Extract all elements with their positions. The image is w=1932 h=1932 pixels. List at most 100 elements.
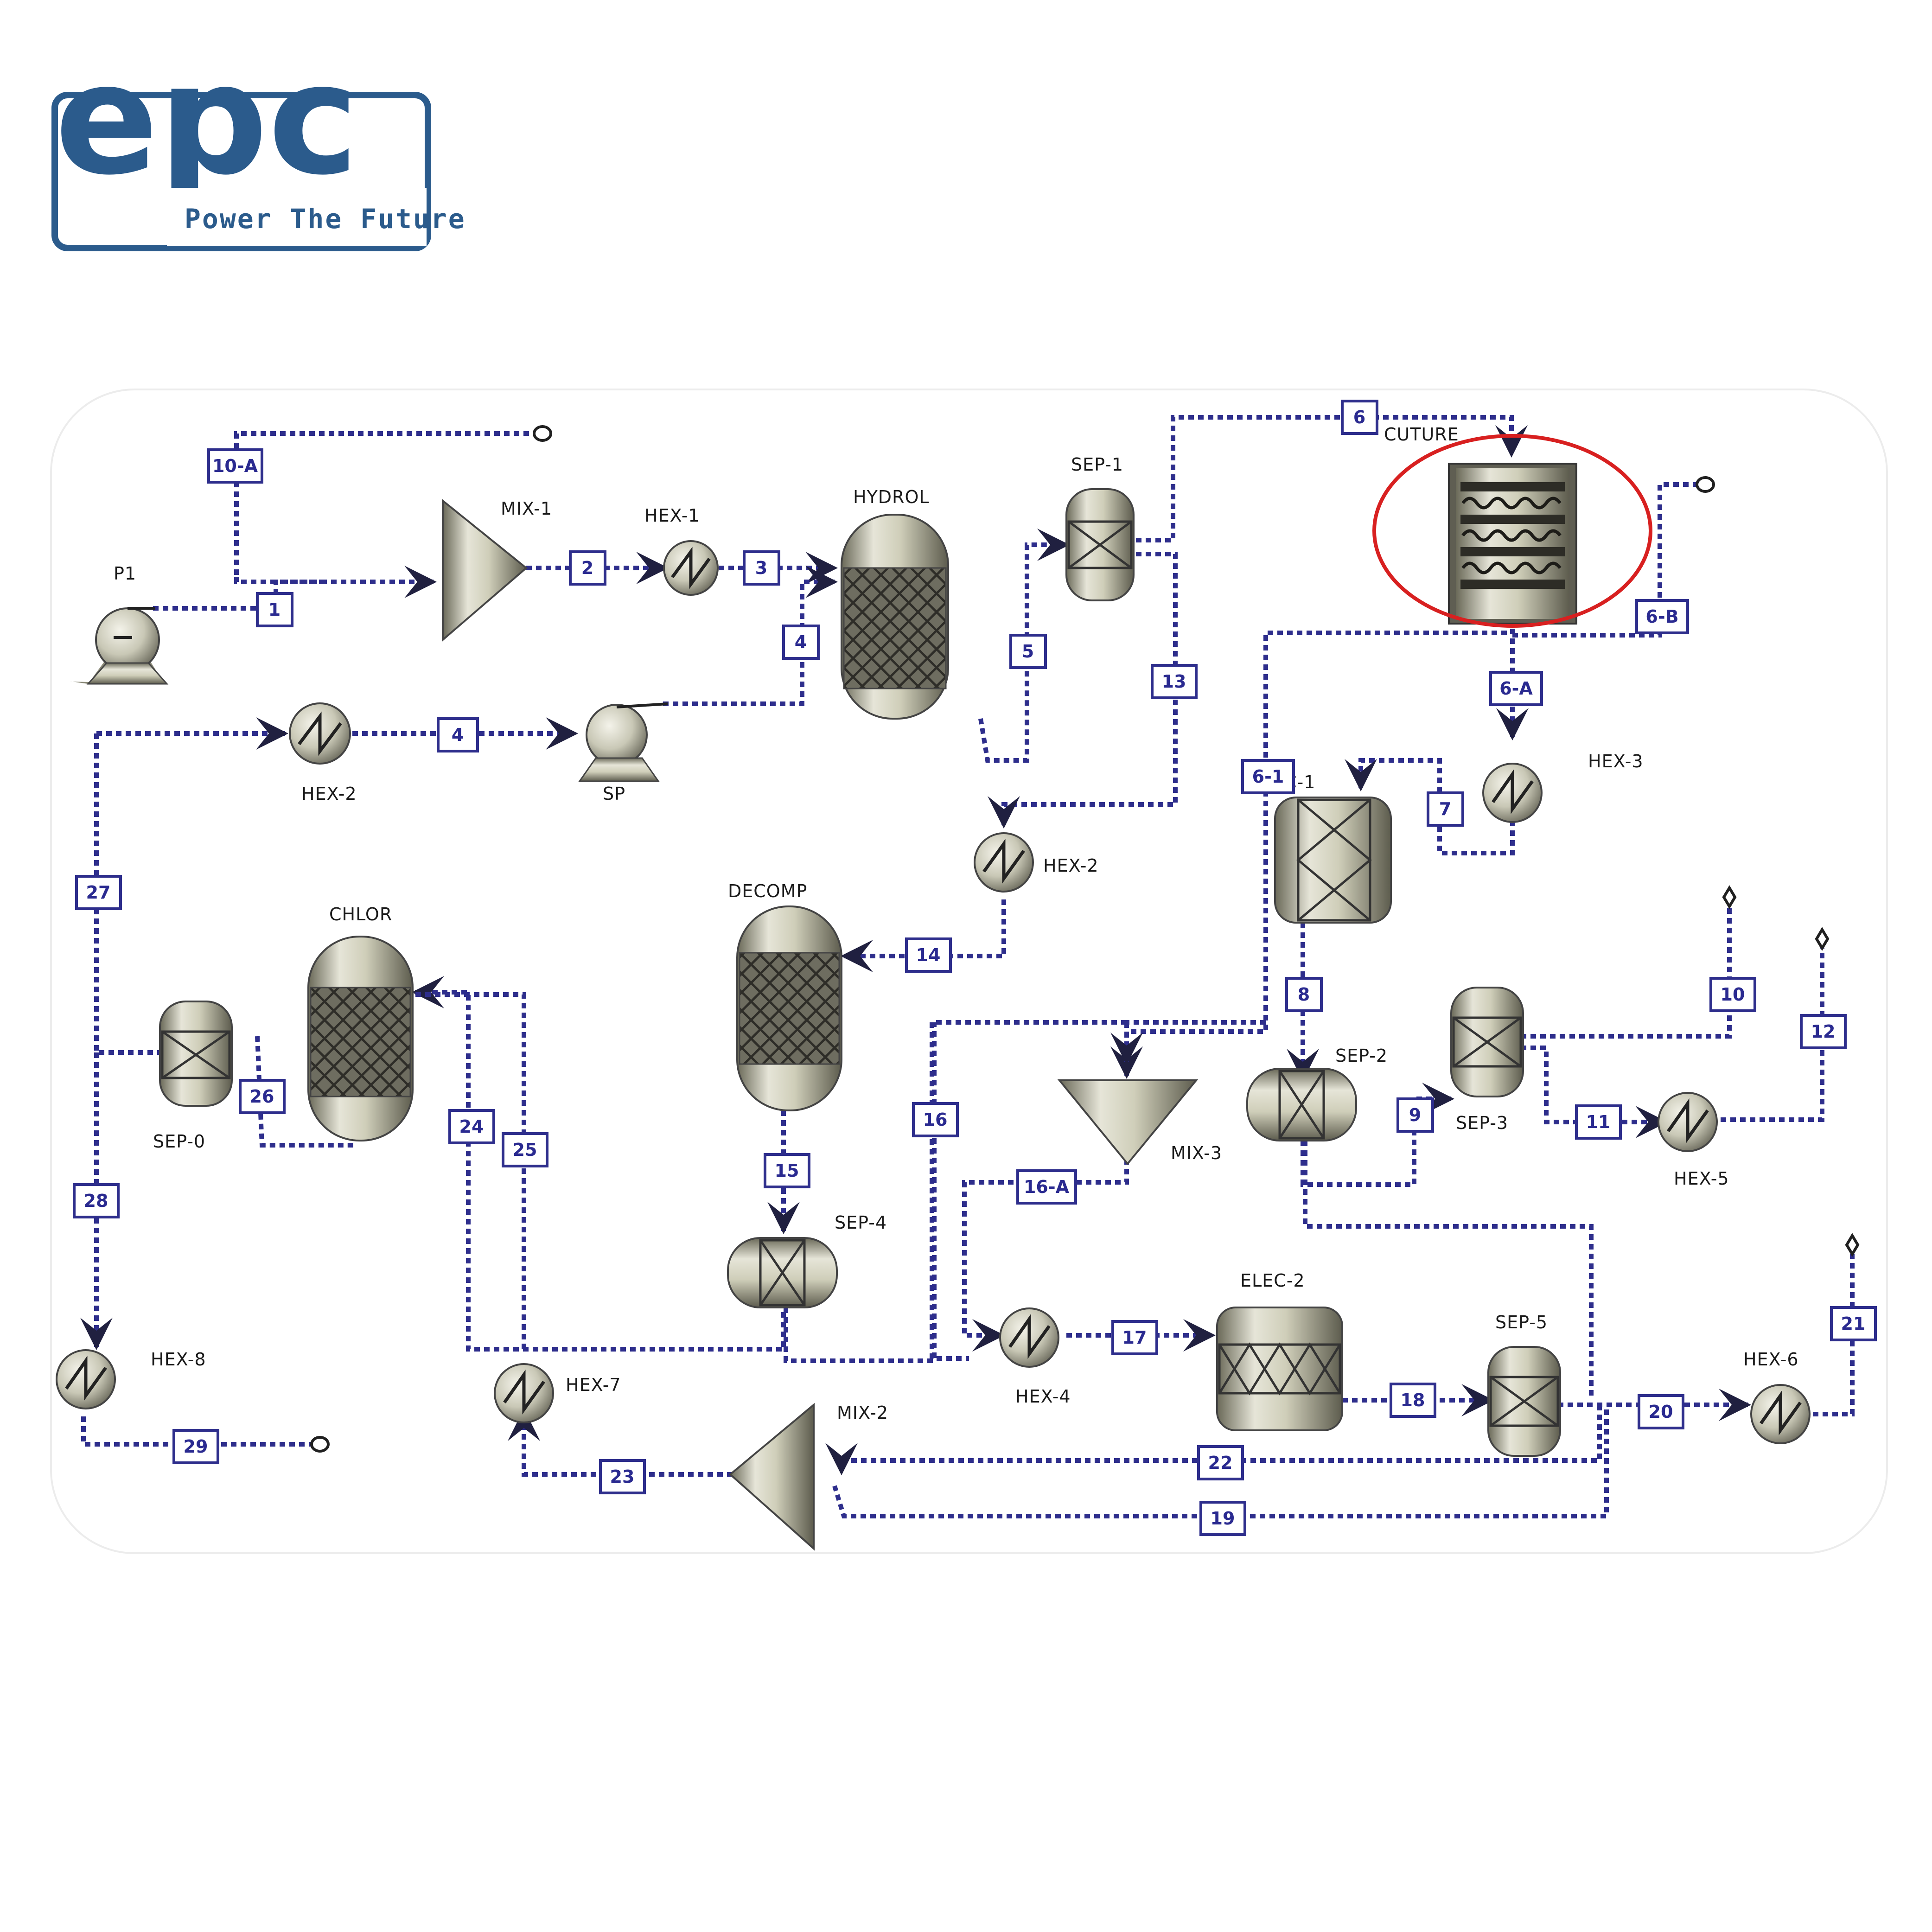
svg-text:22: 22 [1208,1453,1233,1473]
svg-text:23: 23 [610,1467,635,1487]
separator-sep1[interactable] [1065,488,1135,601]
stream-label-2: 2 [569,550,606,586]
svg-text:20: 20 [1649,1402,1673,1422]
label-sep3: SEP-3 [1456,1113,1508,1133]
svg-text:26: 26 [250,1086,274,1107]
stream-label-23: 23 [599,1459,646,1494]
label-sep0: SEP-0 [153,1131,205,1152]
mixer-mix2[interactable] [728,1403,815,1551]
heat-exchanger-hex4[interactable] [999,1307,1059,1368]
svg-text:28: 28 [84,1191,108,1211]
heat-exchanger-hex5[interactable] [1658,1092,1718,1152]
pump-sp[interactable] [578,702,668,782]
stream-label-5: 5 [1009,634,1047,669]
stream-label-6b: 6-B [1635,599,1689,634]
label-hex4: HEX-4 [1015,1386,1071,1407]
label-mix2: MIX-2 [837,1403,888,1423]
label-sep4: SEP-4 [835,1212,887,1233]
stream-label-4: 4 [782,625,820,660]
stream-label-27: 27 [75,875,122,910]
stream-label-18: 18 [1390,1383,1436,1418]
svg-text:19: 19 [1211,1508,1235,1529]
stream-label-25: 25 [502,1132,548,1167]
pump-p1[interactable] [70,607,169,685]
svg-text:21: 21 [1841,1314,1866,1334]
svg-text:10: 10 [1721,984,1745,1005]
svg-text:25: 25 [513,1140,537,1160]
heat-exchanger-hex6[interactable] [1750,1384,1811,1444]
label-hex8: HEX-8 [151,1349,206,1370]
label-chlor: CHLOR [329,904,392,925]
stream-label-6c: 6-1 [1241,759,1295,794]
svg-text:6-B: 6-B [1645,606,1678,627]
stream-lines [80,415,1855,1518]
stream-label-6a: 6-A [1489,671,1543,706]
electrolyzer-elec2[interactable] [1216,1307,1343,1431]
reactor-cuture[interactable] [1448,463,1577,625]
svg-text:8: 8 [1298,984,1310,1005]
label-hex5: HEX-5 [1674,1168,1729,1189]
label-sep5: SEP-5 [1495,1312,1548,1333]
reactor-decomp[interactable] [736,905,842,1111]
svg-text:27: 27 [86,882,111,903]
separator-sep5[interactable] [1487,1346,1561,1457]
heat-exchanger-hex7[interactable] [494,1363,554,1423]
label-mix1: MIX-1 [501,498,552,519]
svg-text:4: 4 [452,725,464,745]
label-mix3: MIX-3 [1171,1143,1222,1163]
stream-label-13: 13 [1151,664,1198,699]
stream-label-24: 24 [448,1109,495,1144]
stream-label-16: 16 [912,1102,959,1137]
svg-text:6-A: 6-A [1499,678,1533,699]
heat-exchanger-hex3[interactable] [1482,763,1543,823]
stream-label-10a: 10-A [207,448,263,484]
column-c1[interactable] [1274,797,1392,924]
label-elec2: ELEC-2 [1240,1270,1305,1291]
svg-text:7: 7 [1439,799,1451,819]
stream-terminals [310,425,1860,1453]
heat-exchanger-hex1[interactable] [663,540,719,596]
heat-exchanger-hexb[interactable] [974,832,1034,893]
stream-label-22: 22 [1197,1445,1244,1480]
label-hex2: HEX-2 [301,784,357,804]
stream-label-19: 19 [1199,1501,1246,1536]
label-sp: SP [603,784,625,804]
svg-text:6: 6 [1353,407,1365,427]
svg-text:17: 17 [1122,1327,1147,1348]
reactor-hydrol[interactable] [841,514,949,720]
stream-label-1: 1 [256,592,293,627]
diagram-frame [50,389,1888,1554]
label-cuture: CUTURE [1384,424,1459,445]
stream-labels: 10-A 1 2 3 4 4 5 6 6-B 6-A 6-1 7 8 9 10 … [73,400,1877,1536]
svg-text:14: 14 [916,945,941,965]
mixer-mix1[interactable] [442,498,528,642]
heat-exchanger-hex8[interactable] [56,1349,116,1409]
svg-text:13: 13 [1162,671,1186,692]
stream-label-26: 26 [239,1079,286,1114]
logo-tagline: Power The Future [185,203,466,235]
svg-text:11: 11 [1586,1112,1611,1132]
stream-label-17: 17 [1111,1320,1158,1355]
label-hydrol: HYDROL [853,487,930,507]
stream-label-12: 12 [1800,1014,1847,1049]
reactor-chlor[interactable] [307,936,414,1141]
label-hexb: HEX-2 [1043,855,1099,876]
label-hex3: HEX-3 [1588,751,1644,772]
svg-text:1: 1 [268,599,281,620]
svg-text:9: 9 [1409,1105,1421,1125]
separator-sep0[interactable] [159,1001,233,1107]
separator-sep4[interactable] [727,1237,838,1308]
heat-exchanger-hex2[interactable] [289,702,351,765]
svg-text:16-A: 16-A [1024,1177,1070,1197]
svg-text:12: 12 [1811,1021,1836,1042]
stream-label-20: 20 [1638,1394,1684,1429]
separator-sep2[interactable] [1246,1068,1357,1141]
stream-label-15: 15 [764,1153,810,1188]
mixer-mix3[interactable] [1057,1079,1199,1166]
separator-sep3[interactable] [1450,987,1524,1097]
svg-text:3: 3 [755,558,767,578]
highlight-circle [1372,434,1652,628]
svg-text:16: 16 [923,1109,948,1130]
svg-text:29: 29 [184,1436,208,1457]
